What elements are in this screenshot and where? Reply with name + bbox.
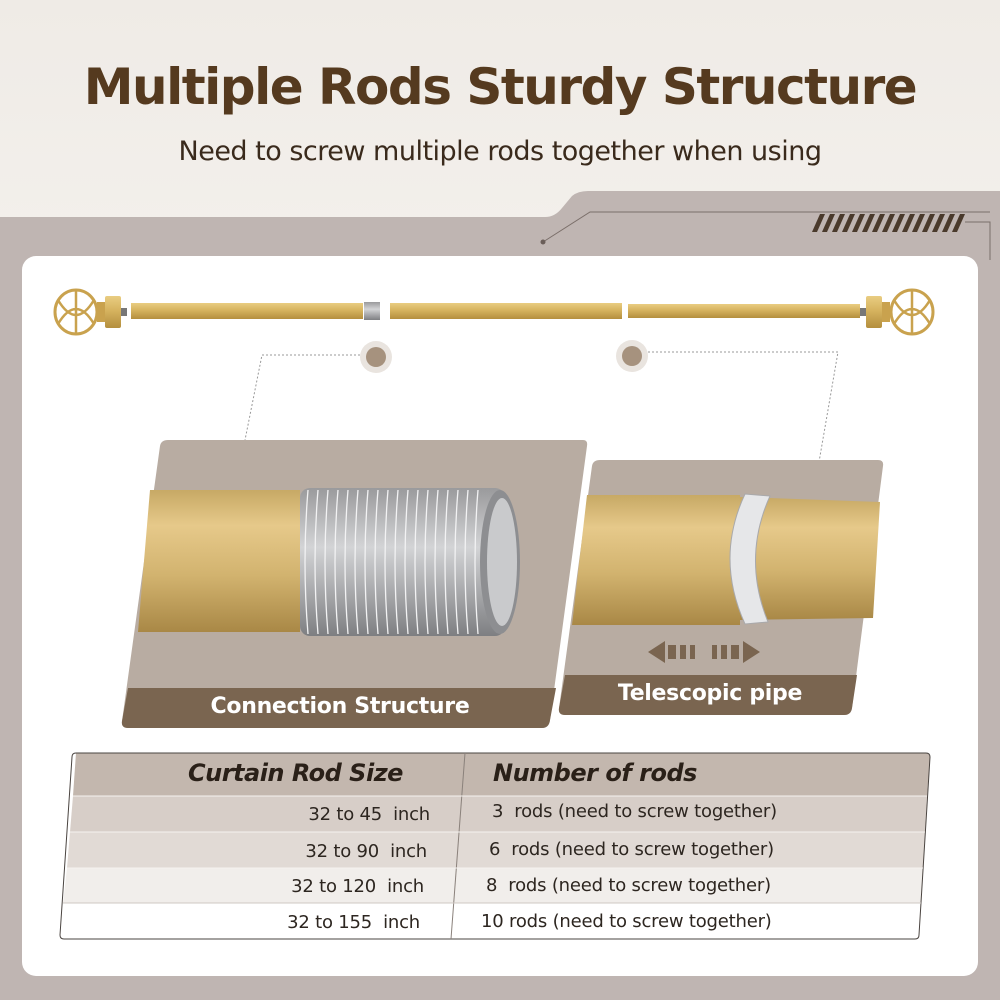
row-1-rods: 3 rods (need to screw together) [492,801,777,822]
row-2-size: 32 to 90 inch [305,841,427,862]
row-1-size: 32 to 45 inch [308,804,430,825]
row-2-rods: 6 rods (need to screw together) [489,839,774,860]
telescopic-pipe-label: Telescopic pipe [617,681,803,706]
decorative-stripes-icon [812,214,965,232]
page-subtitle: Need to screw multiple rods together whe… [178,136,822,167]
threaded-connector-icon [138,488,520,636]
header-curtain-rod-size: Curtain Rod Size [188,759,403,787]
telescopic-callout [616,340,839,573]
header-number-of-rods: Number of rods [493,759,697,787]
telescopic-pipe-panel [558,460,884,715]
thread-joint-icon [364,302,380,320]
page-title: Multiple Rods Sturdy Structure [83,58,918,116]
connection-structure-panel [121,440,588,728]
row-3-size: 32 to 120 inch [291,876,424,897]
row-3-rods: 8 rods (need to screw together) [486,875,771,896]
left-finial-icon [53,288,127,336]
size-table-bg [59,752,931,940]
telescopic-sleeve-icon [572,493,880,625]
connection-structure-label: Connection Structure [210,694,470,719]
right-finial-icon [860,288,935,336]
connection-callout [244,341,392,441]
row-4-size: 32 to 155 inch [287,912,420,933]
row-4-rods: 10 rods (need to screw together) [481,911,772,932]
double-arrow-icon [648,641,760,663]
